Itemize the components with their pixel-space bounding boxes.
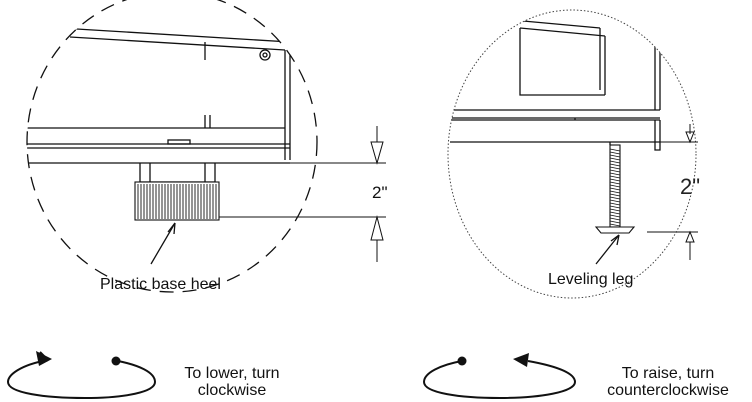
right-detail-circle [447,9,697,299]
base-heel-knurled [134,181,220,221]
lower-instruction-line1: To lower, turn [184,365,279,382]
clockwise-rotation-icon [6,351,157,400]
right-detail: 2" Leveling leg [447,9,700,299]
right-cabinet-drawing [450,10,661,151]
left-dimension-label: 2" [372,183,388,202]
right-dimension-label: 2" [680,174,700,199]
leveling-leg-screw [594,144,636,234]
right-callout-arrow [595,234,620,265]
raise-instruction-line2: counterclockwise [607,382,729,399]
counterclockwise-rotation-icon [422,353,577,400]
left-detail: 2" Plastic base heel [26,0,388,293]
knurl-lines [137,184,217,219]
left-callout-label: Plastic base heel [100,276,221,293]
left-detail-circle [26,0,318,293]
left-callout-arrow [150,222,176,265]
right-callout-label: Leveling leg [548,271,633,288]
thread-lines [609,148,621,227]
left-dimension-lines [219,126,386,262]
right-dimension-lines [647,124,698,260]
left-cabinet-drawing [27,27,291,183]
lower-instruction-line2: clockwise [198,382,267,399]
raise-instruction-line1: To raise, turn [622,365,714,382]
